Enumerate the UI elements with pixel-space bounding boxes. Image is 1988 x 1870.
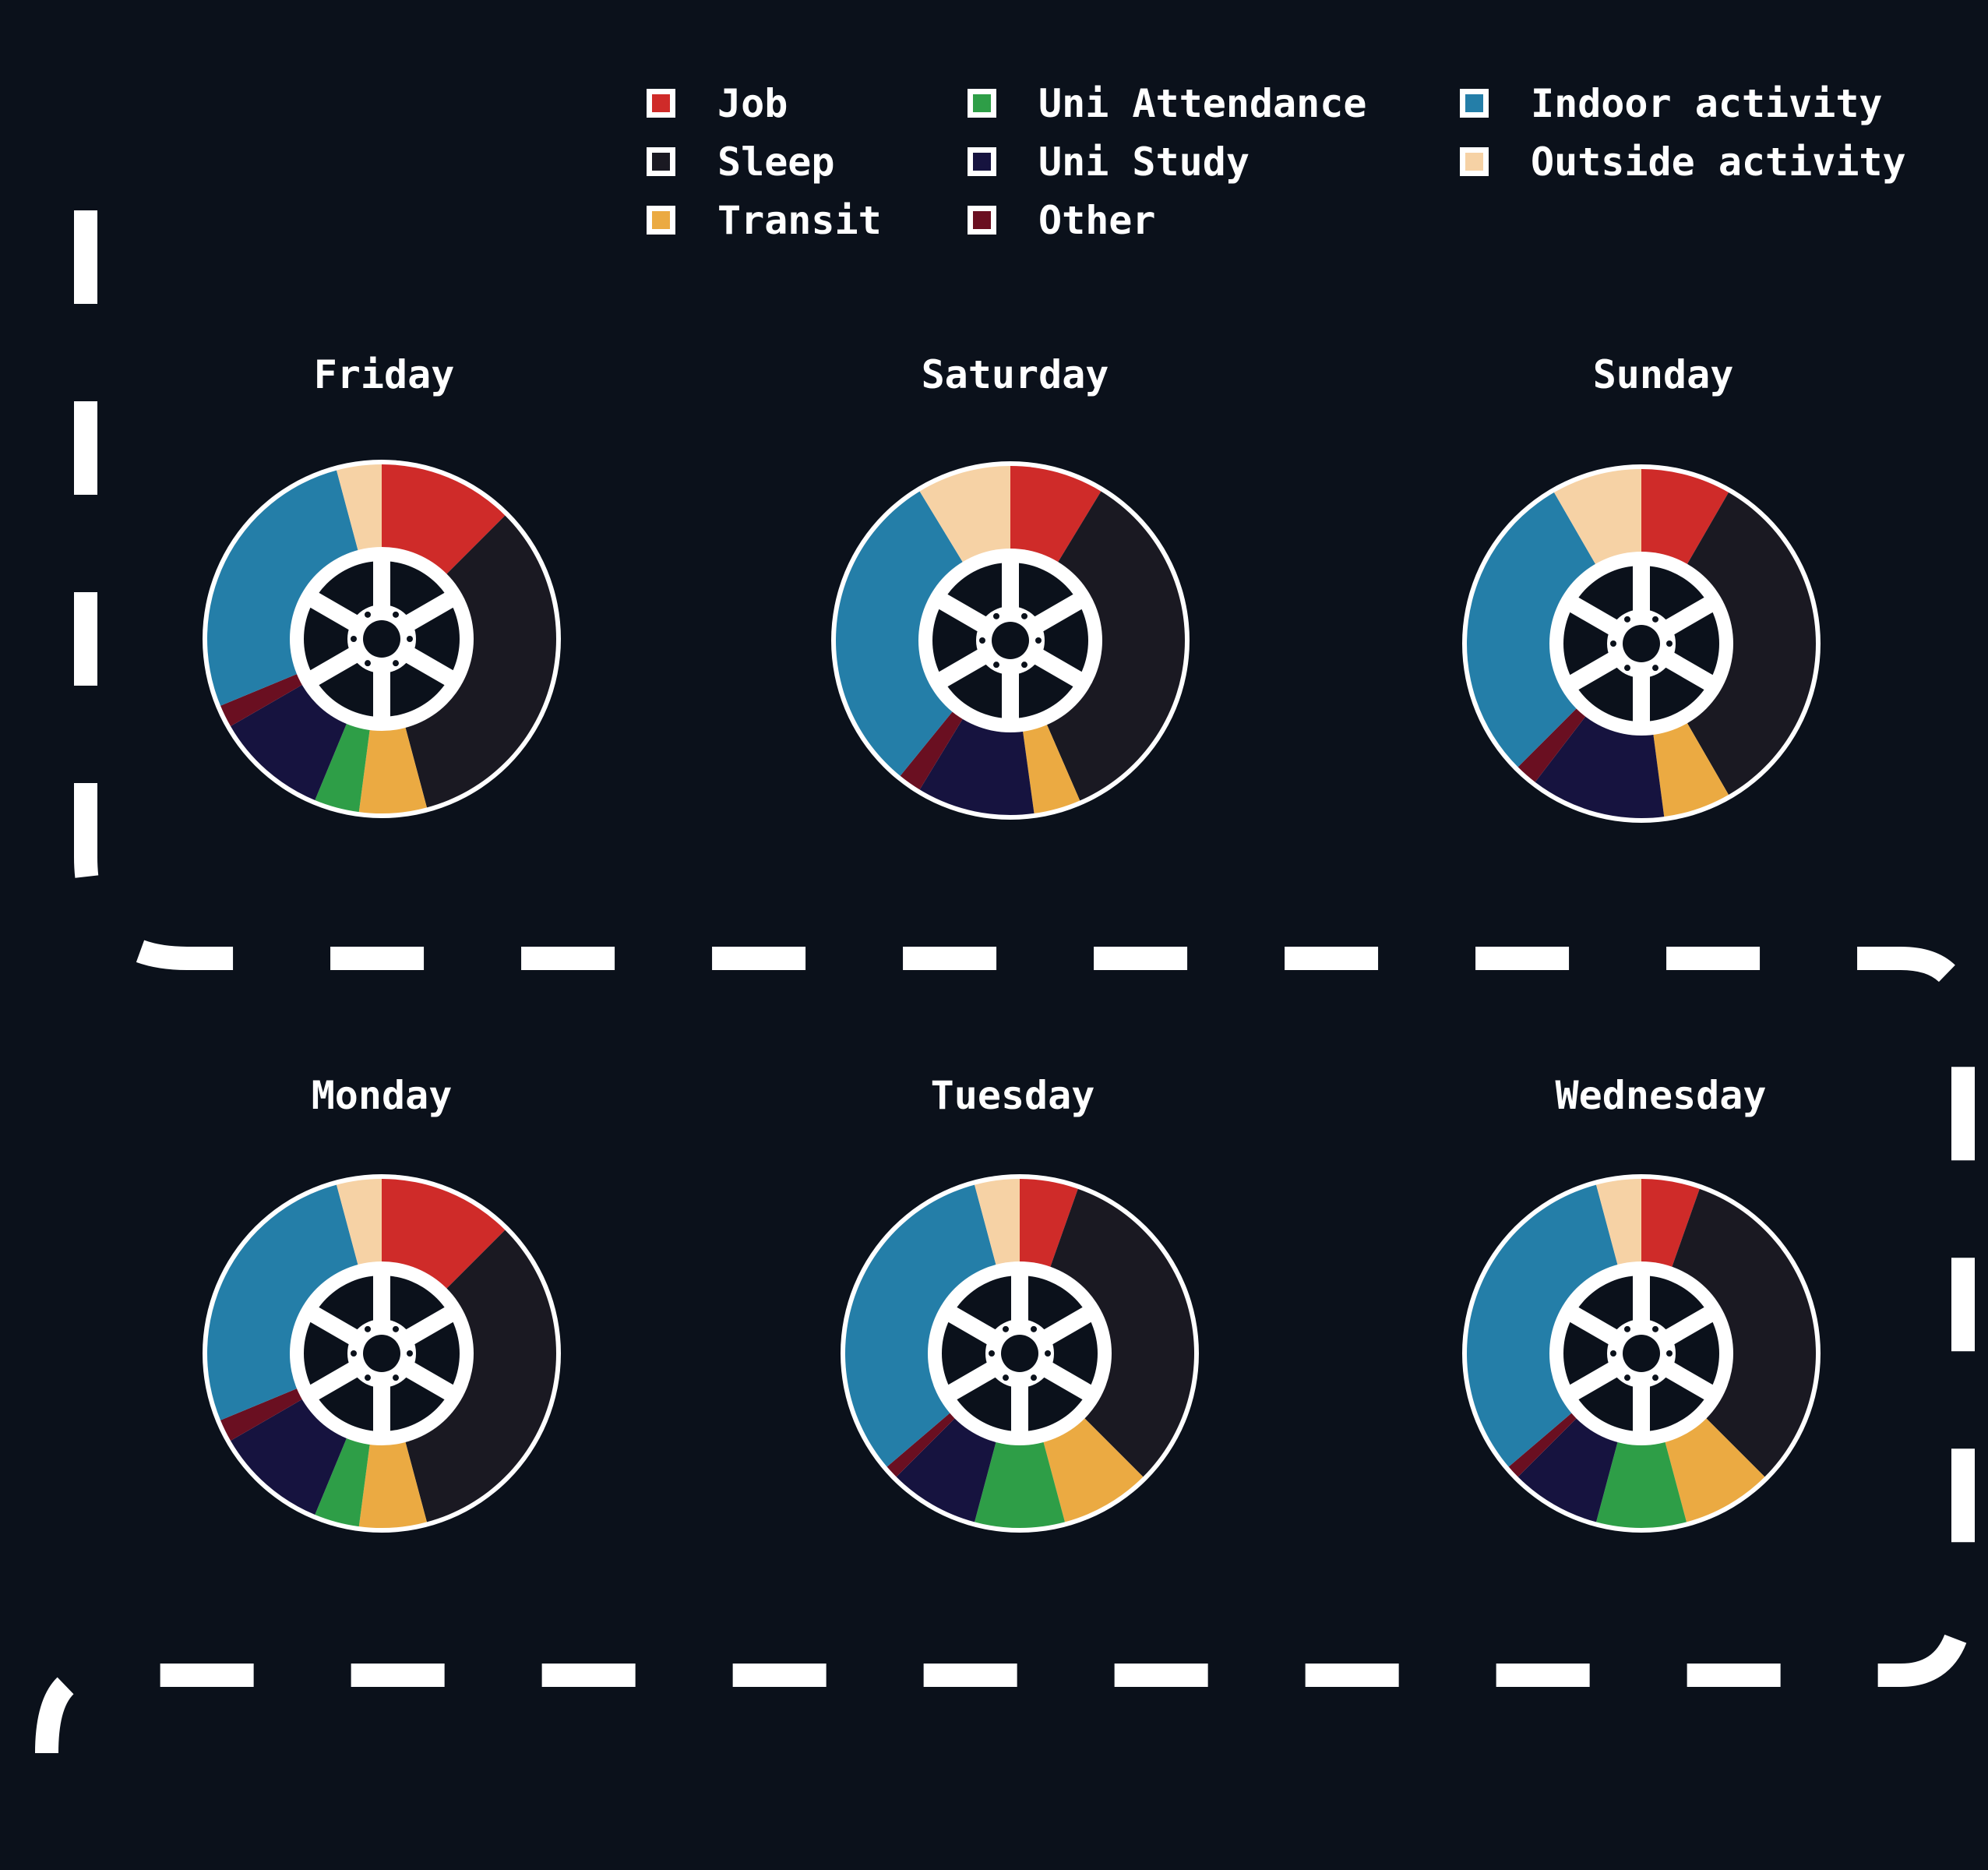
legend-label-job: Job	[717, 80, 788, 126]
wheel-lug-nut	[407, 636, 413, 642]
day-wheel-chart-tuesday	[841, 1174, 1199, 1533]
wheel-lug-nut	[365, 1374, 371, 1381]
legend-item-outside-activity: Outside activity	[1460, 139, 1958, 185]
wheel-lug-nut	[393, 611, 399, 618]
legend-label-transit: Transit	[717, 197, 882, 243]
wheel-lug-nut	[1624, 1325, 1630, 1332]
wheel-lug-nut	[1624, 616, 1630, 623]
legend-item-job: Job	[647, 81, 968, 126]
wheel-lug-nut	[989, 1350, 995, 1357]
day-title-saturday: Saturday	[921, 352, 1109, 397]
wheel-lug-nut	[1035, 637, 1042, 644]
wheel-hub-hole	[363, 620, 400, 658]
wheel-lug-nut	[1652, 665, 1658, 672]
wheel-lug-nut	[993, 612, 999, 619]
day-title-wednesday: Wednesday	[1555, 1073, 1767, 1118]
legend-item-sleep: Sleep	[647, 139, 968, 185]
wheel-lug-nut	[351, 636, 357, 642]
wheel-lug-nut	[351, 1350, 357, 1357]
wheel-lug-nut	[1021, 662, 1027, 669]
legend: Job Uni Attendance Indoor activity Sleep…	[647, 74, 1958, 249]
day-wheel-chart-wednesday	[1462, 1174, 1821, 1533]
wheel-lug-nut	[1045, 1350, 1051, 1357]
legend-label-other: Other	[1038, 197, 1156, 243]
legend-label-uni-study: Uni Study	[1038, 139, 1250, 185]
wheel-lug-nut	[365, 1325, 371, 1332]
wheel-lug-nut	[365, 611, 371, 618]
wheel-hub-hole	[992, 622, 1029, 659]
wheel-lug-nut	[1666, 1350, 1673, 1357]
legend-label-outside-activity: Outside activity	[1531, 139, 1906, 185]
wheel-lug-nut	[393, 1325, 399, 1332]
day-title-sunday: Sunday	[1592, 352, 1734, 397]
wheel-lug-nut	[1652, 1374, 1658, 1381]
legend-swatch-job	[647, 89, 675, 118]
wheel-lug-nut	[1021, 612, 1027, 619]
wheel-lug-nut	[1624, 665, 1630, 672]
wheel-lug-nut	[1666, 640, 1673, 647]
legend-label-uni-attendance: Uni Attendance	[1038, 80, 1367, 126]
legend-swatch-indoor-activity	[1460, 89, 1489, 118]
wheel-lug-nut	[1031, 1374, 1037, 1381]
day-wheel-chart-sunday	[1462, 464, 1821, 823]
legend-swatch-sleep	[647, 147, 675, 176]
wheel-hub-hole	[363, 1335, 400, 1372]
wheel-hub-hole	[1623, 625, 1660, 662]
wheel-lug-nut	[393, 660, 399, 667]
legend-item-other: Other	[968, 198, 1460, 243]
wheel-lug-nut	[1652, 616, 1658, 623]
wheel-lug-nut	[365, 660, 371, 667]
wheel-hub-hole	[1623, 1335, 1660, 1372]
day-title-friday: Friday	[313, 352, 455, 397]
legend-label-indoor-activity: Indoor activity	[1531, 80, 1883, 126]
wheel-lug-nut	[407, 1350, 413, 1357]
day-wheel-chart-friday	[203, 460, 561, 818]
wheel-lug-nut	[1652, 1325, 1658, 1332]
legend-swatch-transit	[647, 206, 675, 235]
legend-swatch-uni-study	[968, 147, 996, 176]
wheel-lug-nut	[1003, 1325, 1009, 1332]
wheel-lug-nut	[1624, 1374, 1630, 1381]
legend-item-uni-attendance: Uni Attendance	[968, 81, 1460, 126]
wheel-lug-nut	[993, 662, 999, 669]
legend-swatch-outside-activity	[1460, 147, 1489, 176]
legend-label-sleep: Sleep	[717, 139, 835, 185]
legend-swatch-other	[968, 206, 996, 235]
legend-item-uni-study: Uni Study	[968, 139, 1460, 185]
wheel-lug-nut	[393, 1374, 399, 1381]
legend-swatch-uni-attendance	[968, 89, 996, 118]
wheel-lug-nut	[1610, 640, 1616, 647]
wheel-hub-hole	[1001, 1335, 1038, 1372]
wheel-lug-nut	[1610, 1350, 1616, 1357]
wheel-lug-nut	[979, 637, 985, 644]
day-wheel-chart-monday	[203, 1174, 561, 1533]
wheel-lug-nut	[1031, 1325, 1037, 1332]
wheel-lug-nut	[1003, 1374, 1009, 1381]
day-title-monday: Monday	[311, 1073, 453, 1118]
legend-item-transit: Transit	[647, 198, 968, 243]
day-title-tuesday: Tuesday	[930, 1073, 1095, 1118]
legend-item-indoor-activity: Indoor activity	[1460, 81, 1958, 126]
day-wheel-chart-saturday	[831, 461, 1190, 820]
